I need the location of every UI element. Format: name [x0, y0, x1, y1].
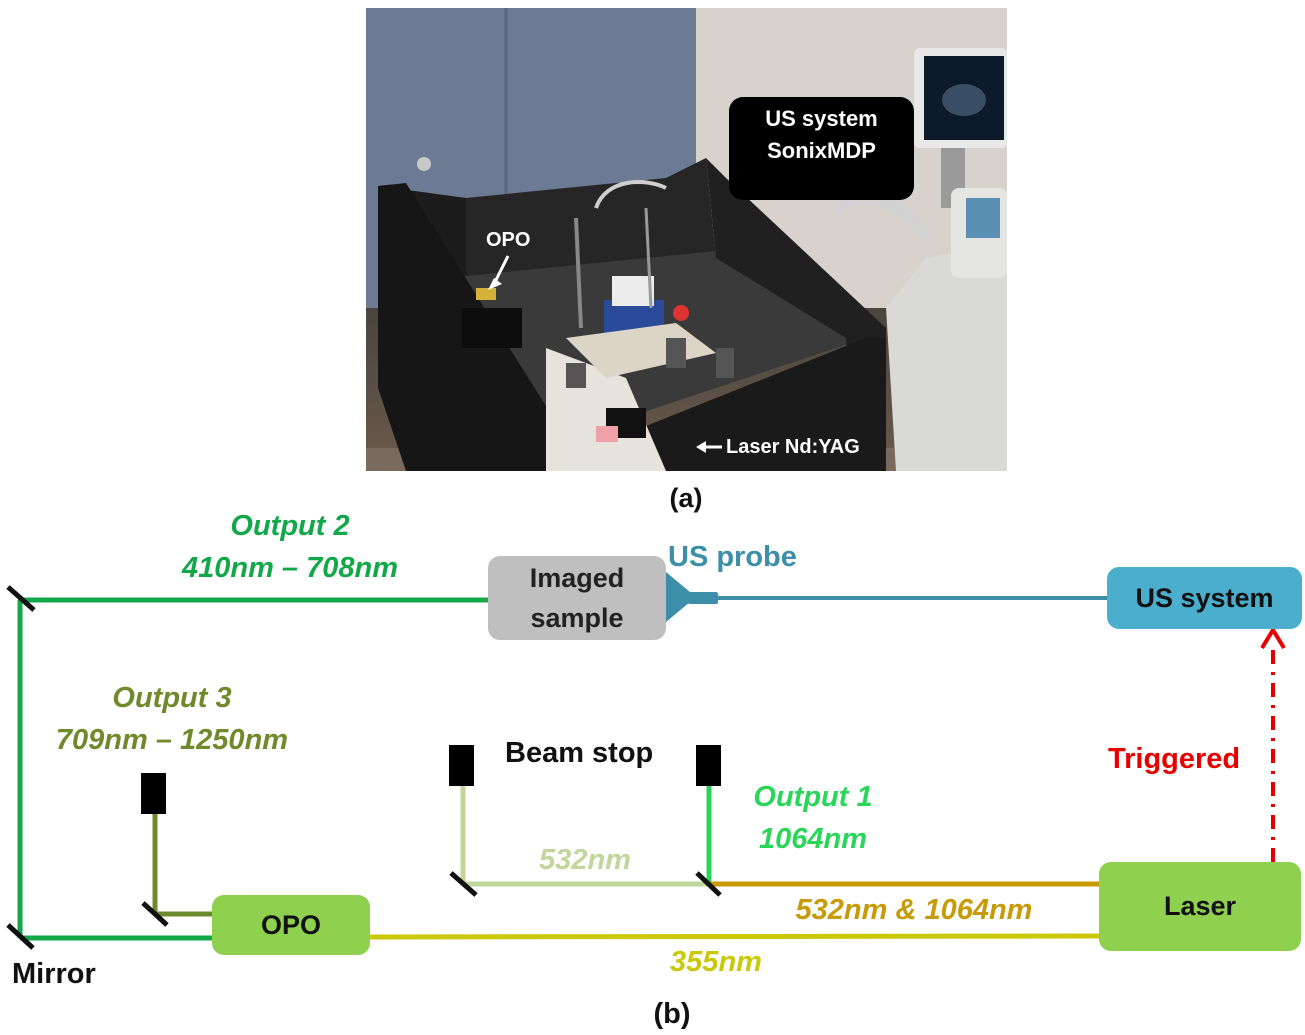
- photo-us-system-line1: US system: [765, 106, 878, 131]
- mirrors: [6, 585, 722, 950]
- opo-label: OPO: [260, 909, 321, 940]
- beam-355: [367, 933, 1101, 940]
- photo-illustration: [366, 8, 1007, 471]
- output3-title: Output 3: [112, 682, 232, 714]
- mirror-output1: [695, 871, 722, 897]
- output2-range: 410nm – 708nm: [181, 552, 399, 584]
- output2-beam: [17, 597, 490, 941]
- us-probe-icon: [666, 572, 718, 622]
- photo-us-system-box: US system SonixMDP: [729, 97, 914, 200]
- us-system-label: US system: [1135, 582, 1274, 613]
- mirror-top-left: [6, 585, 36, 612]
- mirror-bottom-left: [6, 923, 35, 950]
- caption-b: (b): [653, 998, 691, 1030]
- imaged-sample-box: Imaged sample: [488, 556, 666, 640]
- beam-532-path: [460, 786, 712, 887]
- imaged-sample-line2: sample: [530, 603, 624, 633]
- photo-opo-arrow: [488, 255, 510, 290]
- beam-stops: [141, 745, 721, 814]
- beam-stop-532: [449, 745, 474, 786]
- triggered-label: Triggered: [1108, 743, 1241, 775]
- photo-laser-label: Laser Nd:YAG: [726, 436, 860, 458]
- caption-a: (a): [669, 483, 703, 513]
- us-probe-label: US probe: [668, 541, 797, 573]
- output3-range: 709nm – 1250nm: [55, 724, 289, 756]
- beam-532-1064-label: 532nm & 1064nm: [795, 894, 1033, 926]
- us-system-box: US system: [1107, 567, 1302, 629]
- triggered-arrow: [1260, 626, 1286, 862]
- mirror-output3: [141, 901, 169, 927]
- beam-stop-label: Beam stop: [505, 737, 654, 769]
- output3-beam: [152, 812, 213, 917]
- opo-box: OPO: [212, 895, 370, 955]
- photo-laser-arrow: [696, 441, 722, 453]
- beam-355-label: 355nm: [670, 946, 762, 978]
- photo-us-system-line2: SonixMDP: [767, 138, 876, 163]
- mirror-label: Mirror: [12, 958, 96, 990]
- mirror-532: [449, 871, 478, 897]
- laser-label: Laser: [1163, 891, 1237, 921]
- output1-range: 1064nm: [758, 823, 868, 855]
- output2-title: Output 2: [230, 510, 350, 542]
- setup-photo: OPO US system SonixMDP Laser Nd:YAG: [366, 8, 1007, 471]
- beam-532-label: 532nm: [539, 844, 631, 876]
- imaged-sample-line1: Imaged: [529, 563, 625, 593]
- beam-stop-output3: [141, 773, 166, 814]
- photo-opo-label: OPO: [486, 229, 531, 251]
- output1-title: Output 1: [753, 781, 873, 813]
- beam-stop-output1: [696, 745, 721, 786]
- laser-box: Laser: [1099, 862, 1301, 951]
